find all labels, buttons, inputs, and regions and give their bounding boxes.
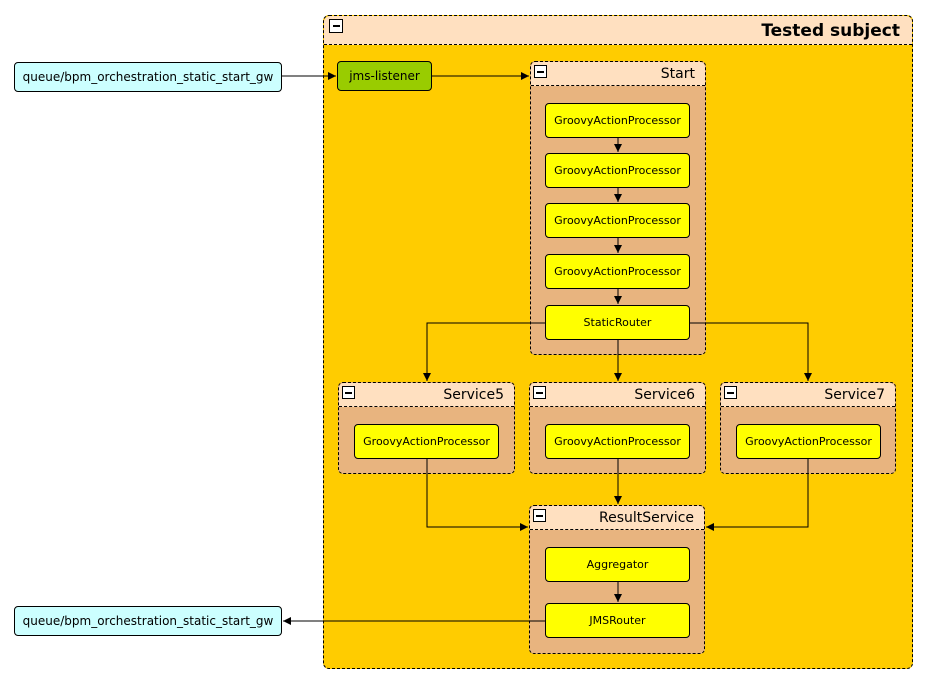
output-queue[interactable]: queue/bpm_orchestration_static_start_gw <box>14 606 282 636</box>
edge-router-to-service5 <box>423 322 545 381</box>
service5-title: Service5 <box>443 387 504 403</box>
output-queue-label: queue/bpm_orchestration_static_start_gw <box>22 614 274 628</box>
service7-header <box>721 383 895 407</box>
start-processor-3-label: GroovyActionProcessor <box>554 214 681 227</box>
start-title: Start <box>660 66 695 82</box>
start-collapse-icon[interactable] <box>534 65 547 78</box>
jms-listener-label: jms-listener <box>349 69 420 83</box>
start-processor-3[interactable]: GroovyActionProcessor <box>545 203 690 238</box>
start-header <box>531 62 705 86</box>
jms-router-label: JMSRouter <box>589 614 646 627</box>
service6-processor[interactable]: GroovyActionProcessor <box>545 424 690 459</box>
service6-processor-label: GroovyActionProcessor <box>554 435 681 448</box>
result-service-title: ResultService <box>599 510 694 526</box>
service5-header <box>339 383 514 407</box>
edge-router-to-service7 <box>690 322 812 381</box>
service5-collapse-icon[interactable] <box>342 386 355 399</box>
start-processor-2-label: GroovyActionProcessor <box>554 164 681 177</box>
service7-processor-label: GroovyActionProcessor <box>745 435 872 448</box>
result-service-collapse-icon[interactable] <box>533 509 546 522</box>
start-processor-4-label: GroovyActionProcessor <box>554 265 681 278</box>
start-processor-1-label: GroovyActionProcessor <box>554 114 681 127</box>
service7-title: Service7 <box>824 387 885 403</box>
service6-collapse-icon[interactable] <box>533 386 546 399</box>
result-service-header <box>530 506 704 530</box>
service7-collapse-icon[interactable] <box>724 386 737 399</box>
service5-processor[interactable]: GroovyActionProcessor <box>354 424 499 459</box>
aggregator-label: Aggregator <box>586 558 649 571</box>
static-router-label: StaticRouter <box>583 316 652 329</box>
start-processor-1[interactable]: GroovyActionProcessor <box>545 103 690 138</box>
tested-subject-header <box>324 16 912 45</box>
tested-subject-title: Tested subject <box>761 20 900 41</box>
jms-listener-node[interactable]: jms-listener <box>337 61 432 91</box>
jms-router-node[interactable]: JMSRouter <box>545 603 690 638</box>
input-queue[interactable]: queue/bpm_orchestration_static_start_gw <box>14 62 282 92</box>
tested-subject-collapse-icon[interactable] <box>329 19 343 33</box>
service6-header <box>530 383 705 407</box>
start-processor-2[interactable]: GroovyActionProcessor <box>545 153 690 188</box>
edge-service5-to-result <box>426 459 528 531</box>
start-processor-4[interactable]: GroovyActionProcessor <box>545 254 690 289</box>
service5-processor-label: GroovyActionProcessor <box>363 435 490 448</box>
service7-processor[interactable]: GroovyActionProcessor <box>736 424 881 459</box>
static-router-node[interactable]: StaticRouter <box>545 305 690 340</box>
service6-title: Service6 <box>634 387 695 403</box>
edge-service7-to-result <box>706 459 809 531</box>
aggregator-node[interactable]: Aggregator <box>545 547 690 582</box>
input-queue-label: queue/bpm_orchestration_static_start_gw <box>22 70 274 84</box>
